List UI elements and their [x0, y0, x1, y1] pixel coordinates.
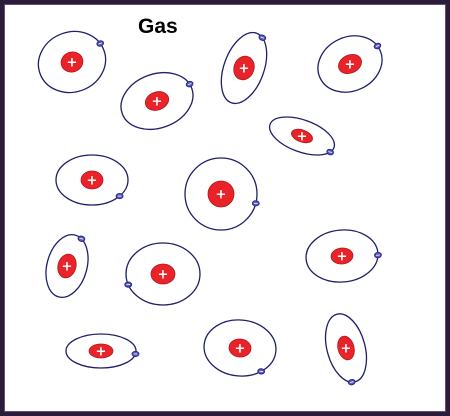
electron-orbit	[45, 234, 89, 298]
electron-orbit	[125, 242, 201, 306]
nucleus	[337, 335, 355, 361]
atom-9: +	[124, 242, 201, 306]
atom-1: +	[37, 30, 107, 94]
electron-orbit	[220, 31, 268, 105]
electron-minus-mark	[79, 237, 84, 240]
electron-minus-mark	[349, 381, 354, 384]
electron-orbit	[317, 35, 383, 93]
nucleus-plus-label: +	[62, 260, 73, 275]
atom-12: +	[203, 319, 277, 377]
nucleus-plus-label: +	[239, 62, 250, 77]
nucleus-plus-label: +	[337, 250, 348, 265]
atom-10: +	[305, 229, 382, 283]
nucleus	[207, 180, 235, 208]
atom-11: +	[65, 333, 140, 369]
atom-7: +	[184, 157, 260, 231]
electron-orbit	[268, 116, 336, 156]
nucleus	[144, 91, 170, 111]
nucleus	[150, 263, 176, 285]
electron-orbit	[55, 154, 129, 206]
electron-minus-mark	[98, 42, 103, 45]
nucleus-plus-label: +	[235, 342, 246, 357]
electron-minus-mark	[260, 36, 265, 39]
nucleus	[57, 253, 77, 279]
atom-8: +	[45, 234, 89, 298]
nucleus-plus-label: +	[67, 56, 78, 71]
atom-5: +	[268, 116, 336, 156]
atom-3: +	[220, 31, 268, 105]
nucleus-plus-label: +	[341, 342, 352, 357]
electron-minus-mark	[375, 44, 380, 48]
electron-orbit	[203, 319, 277, 377]
electron-minus-mark	[187, 83, 192, 86]
nucleus	[80, 170, 104, 190]
nucleus-plus-label: +	[345, 58, 356, 73]
nucleus-plus-label: +	[152, 95, 163, 110]
nucleus	[330, 247, 354, 265]
nucleus	[60, 51, 84, 73]
atom-13: +	[324, 313, 368, 386]
atom-6: +	[55, 154, 129, 206]
nucleus	[291, 128, 313, 144]
nucleus	[88, 343, 114, 359]
nucleus-plus-label: +	[216, 188, 227, 203]
nucleus-plus-label: +	[87, 174, 98, 189]
nucleus-plus-label: +	[96, 345, 107, 360]
electron-orbit	[184, 157, 258, 231]
nucleus	[233, 55, 255, 81]
atom-2: +	[120, 71, 194, 131]
atom-4: +	[317, 35, 383, 93]
nucleus	[338, 53, 362, 75]
diagram-title: Gas	[138, 15, 178, 38]
nucleus	[228, 338, 252, 358]
nucleus-plus-label: +	[297, 130, 308, 145]
electron-minus-mark	[328, 151, 332, 154]
nucleus-plus-label: +	[158, 268, 169, 283]
